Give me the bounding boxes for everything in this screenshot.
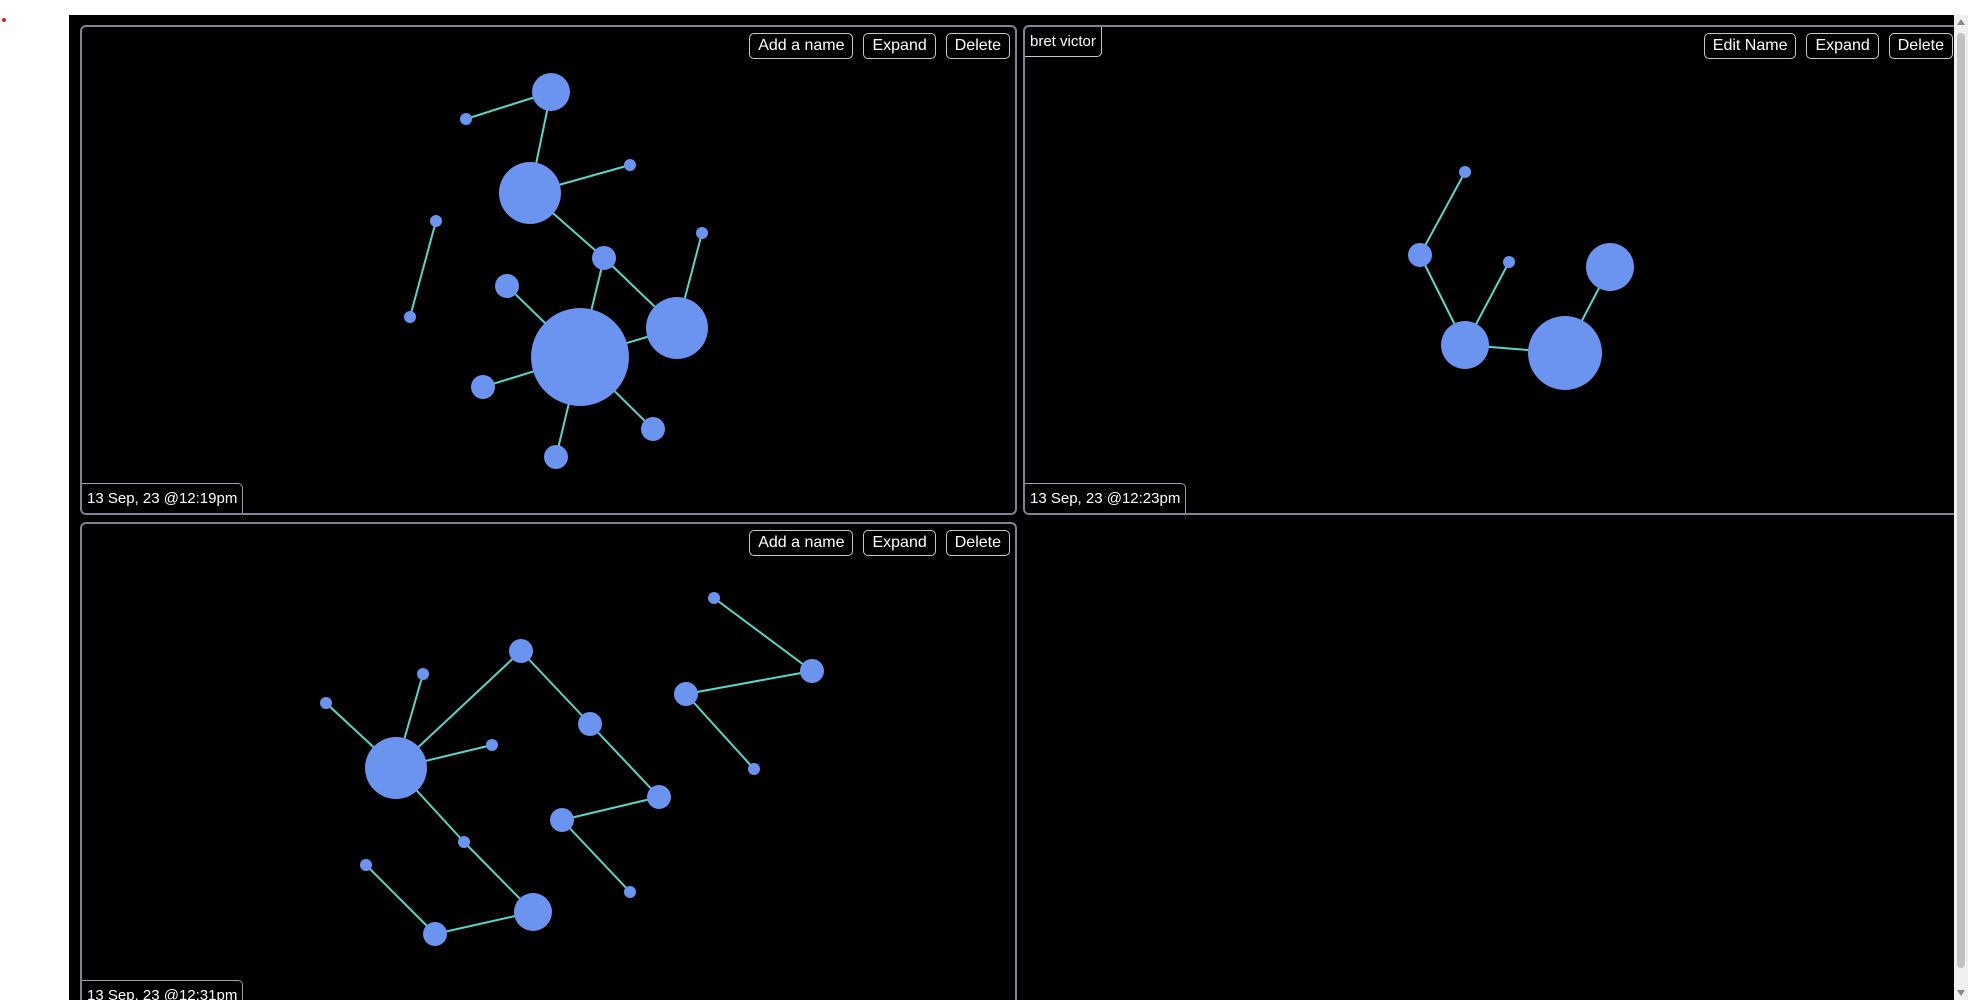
graph-node[interactable] (800, 659, 824, 683)
graph-node[interactable] (696, 227, 708, 239)
graph-node[interactable] (458, 836, 470, 848)
graph-node[interactable] (624, 886, 636, 898)
graph-card: Add a name Expand Delete 13 Sep, 23 @12:… (80, 522, 1017, 1000)
graph-node[interactable] (646, 297, 708, 359)
graph-card: bret victor Edit Name Expand Delete 13 S… (1023, 25, 1960, 515)
graph-node[interactable] (641, 417, 665, 441)
graph-edge (685, 670, 813, 695)
graph-edge (365, 864, 436, 935)
graph-node[interactable] (674, 682, 698, 706)
graph-node[interactable] (624, 159, 636, 171)
graph-node[interactable] (417, 668, 429, 680)
graph-node[interactable] (365, 737, 427, 799)
timestamp-label: 13 Sep, 23 @12:31pm (82, 980, 244, 1000)
graph-node[interactable] (499, 162, 561, 224)
delete-button[interactable]: Delete (945, 530, 1010, 556)
red-dot-marker (2, 18, 6, 22)
graph-edge (589, 723, 660, 798)
graph-node[interactable] (460, 113, 472, 125)
graph-node[interactable] (1408, 243, 1432, 267)
graph-canvas (320, 592, 824, 946)
graph-edge (561, 819, 631, 893)
graph-node[interactable] (647, 785, 671, 809)
graph-node[interactable] (578, 712, 602, 736)
graph-node[interactable] (509, 639, 533, 663)
graph-node[interactable] (1503, 256, 1515, 268)
graph-node[interactable] (471, 375, 495, 399)
timestamp-label: 13 Sep, 23 @12:23pm (1025, 483, 1187, 513)
edit-name-button[interactable]: Edit Name (1703, 33, 1797, 59)
graph-edge (1419, 171, 1466, 256)
graph-node[interactable] (495, 274, 519, 298)
scroll-down-arrow-icon[interactable] (1957, 990, 1965, 996)
scroll-up-arrow-icon[interactable] (1957, 19, 1965, 25)
graph-node[interactable] (360, 859, 372, 871)
scrollbar-thumb[interactable] (1957, 33, 1965, 968)
graph-edge (520, 650, 591, 725)
vertical-scrollbar[interactable] (1954, 15, 1968, 1000)
graph-node[interactable] (320, 697, 332, 709)
graph-node[interactable] (532, 73, 570, 111)
card-actions: Edit Name Expand Delete (1703, 33, 1953, 59)
add-name-button[interactable]: Add a name (749, 33, 854, 59)
card-actions: Add a name Expand Delete (749, 33, 1010, 59)
graph-node[interactable] (1528, 316, 1602, 390)
expand-button[interactable]: Expand (1806, 33, 1879, 59)
expand-button[interactable]: Expand (863, 33, 936, 59)
graph-node[interactable] (514, 893, 552, 931)
expand-button[interactable]: Expand (863, 530, 936, 556)
graph-canvas (404, 73, 708, 469)
graph-node[interactable] (404, 311, 416, 323)
delete-button[interactable]: Delete (1888, 33, 1953, 59)
graph-edge (409, 220, 437, 318)
add-name-button[interactable]: Add a name (749, 530, 854, 556)
graph-node[interactable] (1441, 321, 1489, 369)
graph-node[interactable] (1586, 243, 1634, 291)
card-actions: Add a name Expand Delete (749, 530, 1010, 556)
timestamp-label: 13 Sep, 23 @12:19pm (82, 483, 244, 513)
graph-node[interactable] (1459, 166, 1471, 178)
graph-edge (561, 796, 660, 821)
graph-node[interactable] (486, 739, 498, 751)
graph-node[interactable] (592, 246, 616, 270)
graph-node[interactable] (748, 763, 760, 775)
graph-edge (713, 597, 813, 672)
graph-node[interactable] (430, 215, 442, 227)
graph-node[interactable] (550, 808, 574, 832)
graph-node[interactable] (531, 308, 629, 406)
graph-node[interactable] (423, 922, 447, 946)
graph-name-label: bret victor (1025, 27, 1102, 57)
graph-gallery: Add a name Expand Delete 13 Sep, 23 @12:… (69, 15, 1968, 1000)
graph-card: Add a name Expand Delete 13 Sep, 23 @12:… (80, 25, 1017, 515)
delete-button[interactable]: Delete (945, 33, 1010, 59)
graph-canvas (1408, 166, 1634, 390)
graph-node[interactable] (544, 445, 568, 469)
graph-node[interactable] (708, 592, 720, 604)
graph-edge (685, 693, 755, 770)
